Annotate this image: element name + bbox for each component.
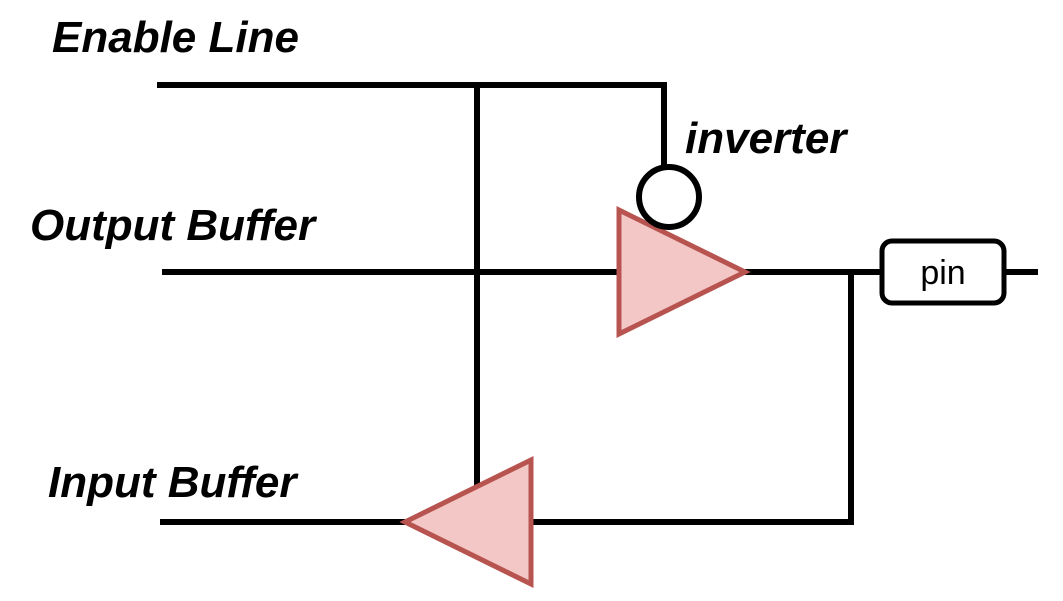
input-buffer-triangle	[399, 455, 534, 589]
input-buffer-label: Input Buffer	[48, 458, 299, 507]
enable-line-label: Enable Line	[52, 13, 299, 62]
inverter-label: inverter	[685, 114, 849, 163]
enable-line-wire	[157, 82, 667, 167]
feedback-wire	[531, 272, 854, 525]
pin-box	[879, 238, 1007, 306]
pin-label: pin	[920, 254, 965, 292]
inverter-bubble	[636, 164, 702, 230]
output-buffer-label: Output Buffer	[30, 201, 318, 250]
output-buffer-triangle	[616, 205, 751, 339]
